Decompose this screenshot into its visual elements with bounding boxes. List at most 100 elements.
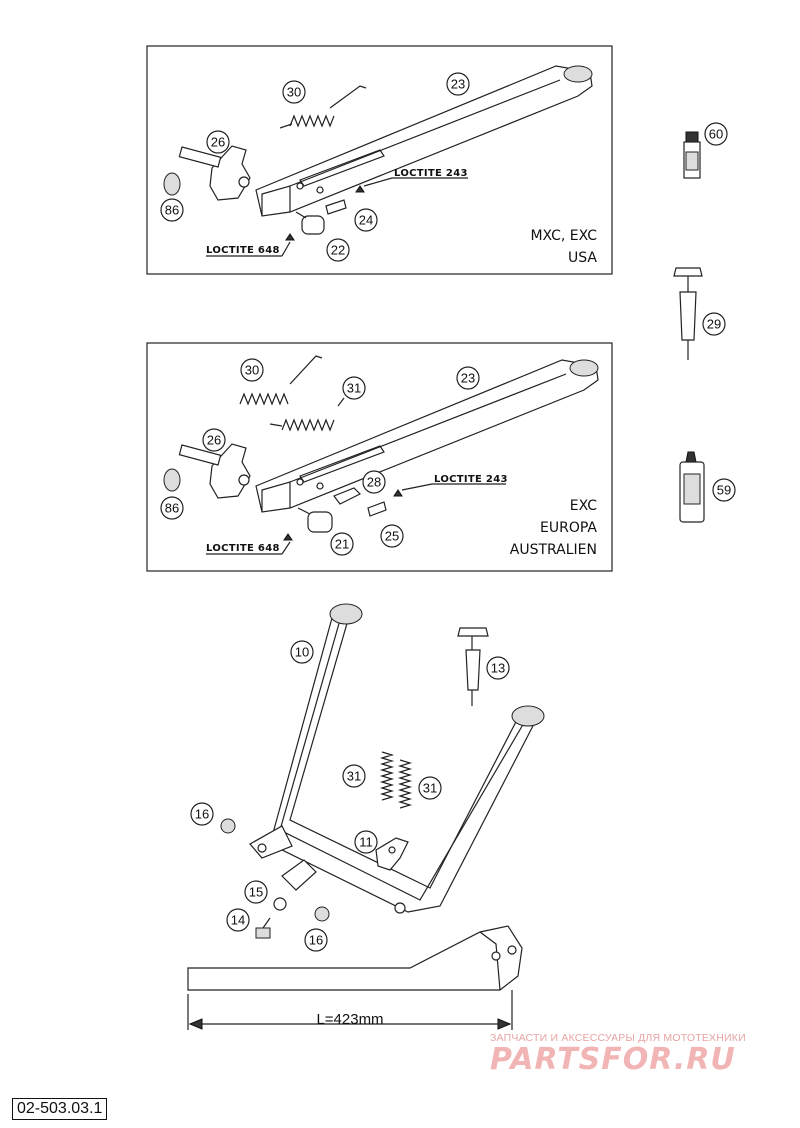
watermark-top-line: ЗАПЧАСТИ И АКСЕССУАРЫ ДЛЯ МОТОТЕХНИКИ	[490, 1032, 746, 1044]
part-number-label: 60	[709, 127, 723, 142]
part-number-label: 10	[295, 645, 309, 660]
stand-leg-dimension	[187, 925, 523, 1030]
watermark: ЗАПЧАСТИ И АКСЕССУАРЫ ДЛЯ МОТОТЕХНИКИ PA…	[490, 1032, 790, 1077]
variant-line-middle-3: AUSTRALIEN	[510, 542, 597, 558]
callout-circle	[418, 776, 442, 800]
callout-circle	[326, 238, 350, 262]
part-number-label: 21	[335, 537, 349, 552]
callout-circle	[712, 478, 736, 502]
callout-circle	[354, 830, 378, 854]
bottle-59	[679, 451, 705, 523]
callout-circle	[160, 496, 184, 520]
part-number-label: 30	[245, 363, 259, 378]
part-number-label: 31	[347, 769, 361, 784]
side-stand-23	[255, 65, 593, 217]
callout-circle	[702, 312, 726, 336]
watermark-logo: PARTSFOR.RU	[490, 1042, 736, 1077]
part-number-label: 86	[165, 203, 179, 218]
washer-15	[273, 897, 287, 911]
bolt-bracket-26-middle	[178, 443, 251, 499]
panel-top-frame	[146, 45, 613, 275]
part-number-label: 11	[359, 835, 373, 850]
callout-circle	[354, 208, 378, 232]
callout-circle	[704, 122, 728, 146]
callout-circle	[226, 908, 250, 932]
part-number-label: 31	[347, 381, 361, 396]
bolt-bracket-26	[178, 145, 251, 201]
part-callouts: 3023268624223031232686282521602959101331…	[160, 72, 736, 952]
dimension-label: L=423mm	[316, 1011, 383, 1028]
part-number-label: 23	[461, 371, 475, 386]
side-stand-23-middle	[255, 359, 599, 513]
nut-16-top	[220, 818, 236, 834]
bolt-21	[297, 507, 333, 533]
plate-28	[333, 487, 362, 505]
loctite-drop-648-middle	[283, 533, 293, 541]
part-number-label: 15	[249, 885, 263, 900]
callout-circle	[240, 358, 264, 382]
callout-circle	[342, 764, 366, 788]
variant-line-middle-1: EXC	[570, 498, 597, 514]
spring-30	[279, 85, 367, 129]
screw-24	[325, 199, 347, 215]
bottle-60	[683, 131, 701, 179]
callout-circle	[330, 532, 354, 556]
callout-circle	[206, 130, 230, 154]
part-number-label: 13	[491, 661, 505, 676]
panel-middle-frame	[146, 342, 613, 572]
part-number-label: 25	[385, 529, 399, 544]
loctite-drop-648-top	[285, 233, 295, 241]
part-number-label: 31	[423, 781, 437, 796]
callout-circle	[202, 428, 226, 452]
loctite-drop-243-middle	[393, 489, 403, 497]
variant-line-top-1: MXC, EXC	[530, 228, 597, 244]
spring-31-lower-right	[397, 759, 413, 809]
part-number-label: 16	[309, 933, 323, 948]
callout-circle	[160, 198, 184, 222]
callout-circle	[446, 72, 470, 96]
callout-circle	[380, 524, 404, 548]
part-number-label: 59	[717, 483, 731, 498]
screw-25	[367, 501, 387, 517]
variant-line-top-2: USA	[568, 250, 597, 266]
part-number-label: 30	[287, 85, 301, 100]
loctite-drop-243-top	[355, 185, 365, 193]
screw-14	[255, 917, 271, 939]
part-number-label: 14	[231, 913, 245, 928]
part-number-label: 29	[707, 317, 721, 332]
bracket-11	[375, 837, 409, 871]
tool-29	[673, 267, 703, 360]
catalog-number: 02-503.03.1	[12, 1098, 108, 1120]
callout-circle	[304, 928, 328, 952]
part-number-label: 26	[211, 135, 225, 150]
tool-13	[457, 627, 489, 706]
variant-line-middle-2: EUROPA	[540, 520, 597, 536]
loctite-648-label-middle: LOCTITE 648	[206, 543, 280, 554]
spring-30-middle	[239, 355, 323, 406]
loctite-243-label-top: LOCTITE 243	[394, 168, 468, 179]
callout-circle	[342, 376, 366, 400]
callout-circle	[456, 366, 480, 390]
callout-circle	[362, 470, 386, 494]
loctite-648-label-top: LOCTITE 648	[206, 245, 280, 256]
part-number-label: 28	[367, 475, 381, 490]
spring-31-middle	[269, 397, 345, 432]
callout-circle	[244, 880, 268, 904]
spring-31-lower-left	[379, 751, 395, 801]
part-number-label: 26	[207, 433, 221, 448]
nut-16-bottom	[314, 906, 330, 922]
center-stand-10	[249, 603, 545, 914]
callout-circle	[282, 80, 306, 104]
callout-circle	[290, 640, 314, 664]
loctite-243-label-middle: LOCTITE 243	[434, 474, 508, 485]
part-number-label: 23	[451, 77, 465, 92]
bolt-22	[295, 211, 325, 235]
part-number-label: 16	[195, 807, 209, 822]
rubber-buffer-86	[163, 172, 181, 196]
part-number-label: 86	[165, 501, 179, 516]
callout-circle	[190, 802, 214, 826]
rubber-buffer-86-middle	[163, 468, 181, 492]
callout-circle	[486, 656, 510, 680]
part-number-label: 22	[331, 243, 345, 258]
